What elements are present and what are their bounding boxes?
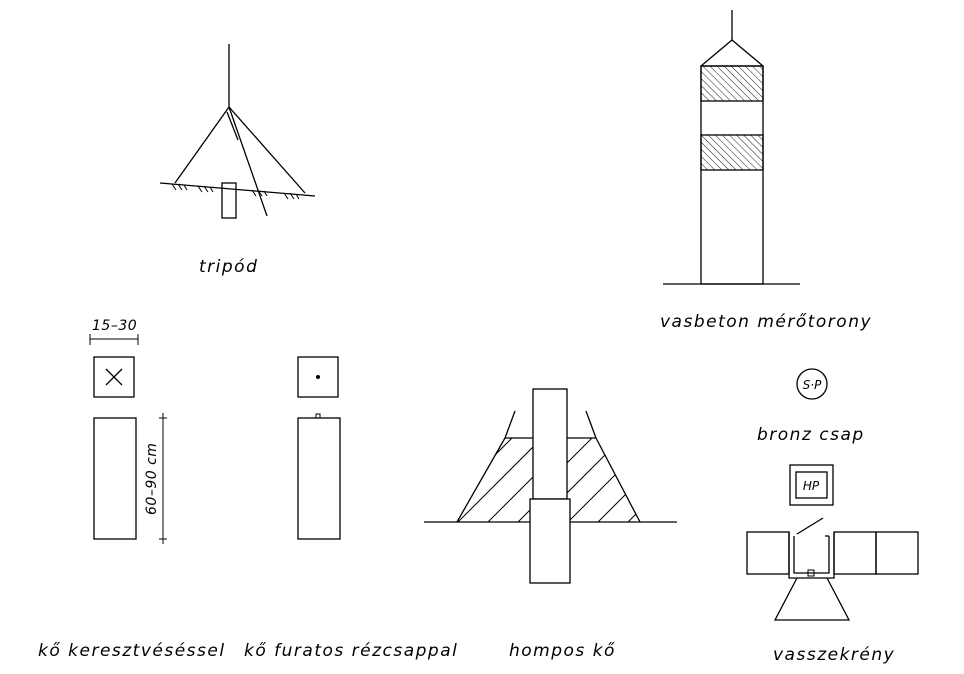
stone-drilled-label: kő furatos rézcsappal: [244, 641, 458, 661]
width-dimension-label: 15–30: [92, 318, 137, 334]
cross-mark-b: [105, 368, 123, 386]
hompos-lower-stone: [529, 498, 571, 584]
tripod-ground-marker: [221, 182, 237, 219]
stone-drilled-side-view: [297, 417, 341, 540]
box-side-left: [746, 531, 790, 575]
tripod-plumb: [226, 111, 239, 141]
brass-pin: [315, 413, 321, 419]
tripod-leg-left: [174, 106, 230, 184]
hompos-stone-figure: hompos kő: [424, 388, 677, 661]
box-plate-outer: [789, 464, 834, 506]
hompos-label: hompos kő: [509, 641, 616, 661]
bronze-pin-symbol: [796, 368, 828, 400]
stone-drilled-figure: kő furatos rézcsappal: [244, 356, 458, 661]
bronze-pin-label: bronz csap: [757, 425, 865, 445]
hompos-mound-right: [595, 437, 641, 523]
tripod-figure: tripód: [159, 44, 316, 277]
hompos-mound-left: [456, 437, 506, 523]
stone-cross-side-view: [93, 417, 137, 540]
tripod-ground-line: [159, 182, 316, 197]
box-inner: [793, 536, 830, 574]
tripod-ground-hatching: [171, 183, 300, 200]
tripod-leg-front: [228, 106, 268, 217]
box-base: [773, 577, 851, 621]
iron-box-figure: HP vasszekrény: [746, 464, 919, 665]
hompos-hatch-left: [457, 438, 533, 522]
stone-cross-label: kő keresztvéséssel: [38, 641, 226, 661]
bronze-pin-text: S·P: [803, 378, 822, 392]
tripod-leg-right: [228, 106, 306, 194]
stone-cross-figure: 15–30 60–90 cm kő keresztvéséssel: [38, 318, 226, 661]
stone-drilled-top-view: [297, 356, 339, 398]
tower-label: vasbeton mérőtorony: [660, 312, 872, 332]
hompos-upper-stone: [532, 388, 568, 500]
concrete-tower-figure: vasbeton mérőtorony: [660, 10, 872, 332]
box-plate-text: HP: [803, 479, 820, 493]
hompos-mound-upper-left: [504, 410, 516, 439]
tower-roof: [700, 39, 764, 67]
tower-band-lower: [700, 134, 764, 171]
box-body: [788, 532, 835, 579]
tower-band-upper: [700, 65, 764, 102]
stone-cross-top-view: [93, 356, 135, 398]
hompos-mound-upper-right: [585, 410, 597, 439]
box-label: vasszekrény: [773, 645, 895, 665]
height-dimension-label: 60–90 cm: [144, 443, 160, 515]
tripod-label: tripód: [199, 257, 258, 277]
bronze-pin-figure: S·P bronz csap: [757, 368, 865, 445]
box-center-pin: [807, 569, 815, 577]
box-side-right-a: [833, 531, 877, 575]
drill-point: [316, 375, 320, 379]
box-side-right-b: [875, 531, 919, 575]
box-lid: [796, 517, 824, 535]
box-plate-inner: [795, 471, 828, 499]
